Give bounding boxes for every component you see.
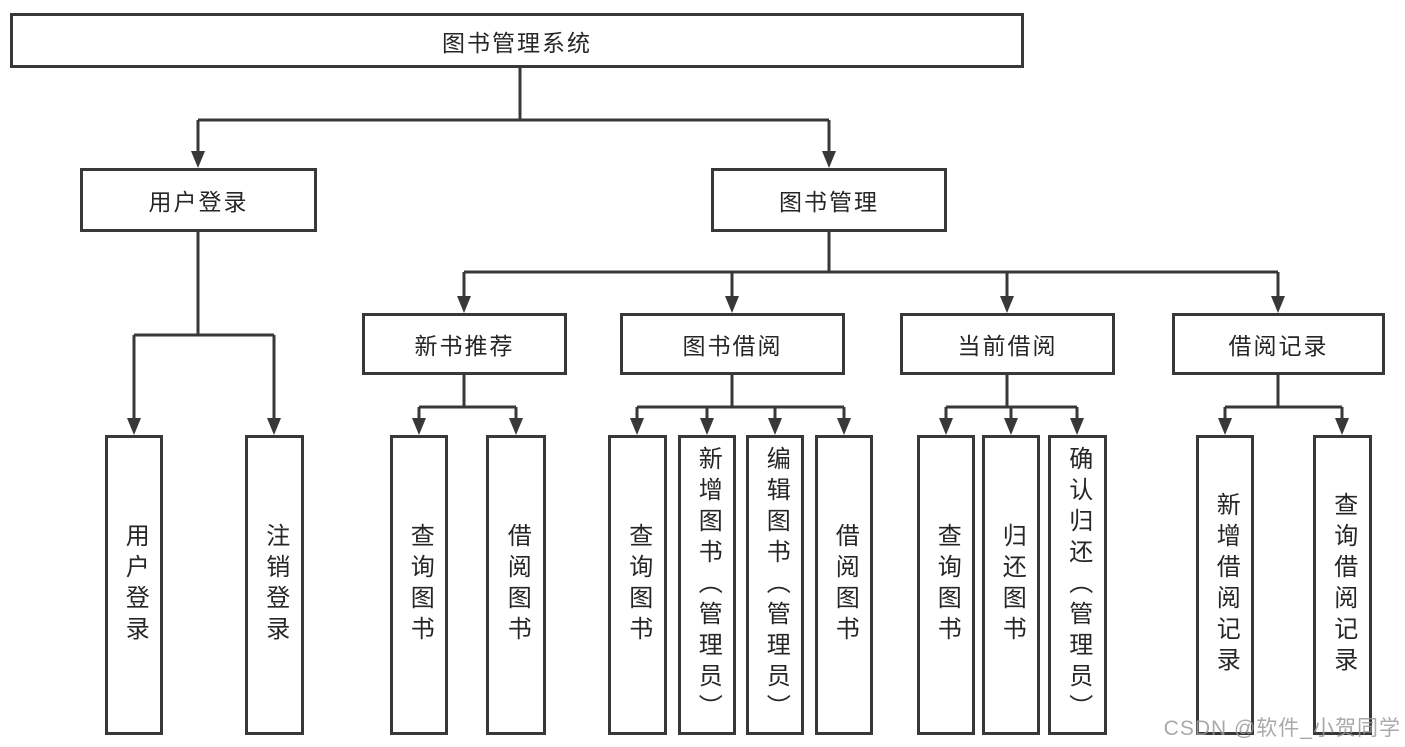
leaf-query-books-borrow: 查询图书 bbox=[608, 435, 667, 735]
leaf-label: 确认归还（管理员） bbox=[1064, 445, 1092, 725]
leaf-label: 借阅图书 bbox=[503, 523, 531, 647]
leaf-user-login: 用户登录 bbox=[105, 435, 163, 735]
leaf-label: 注销登录 bbox=[261, 523, 289, 647]
leaf-label: 归还图书 bbox=[998, 523, 1026, 647]
leaf-borrow-books-recommend: 借阅图书 bbox=[486, 435, 546, 735]
leaf-label: 借阅图书 bbox=[831, 523, 859, 647]
leaf-label: 查询图书 bbox=[624, 523, 652, 647]
leaf-confirm-return-admin: 确认归还（管理员） bbox=[1048, 435, 1107, 735]
leaf-label: 编辑图书（管理员） bbox=[762, 445, 790, 725]
leaf-label: 查询图书 bbox=[406, 523, 434, 647]
node-book-borrowing: 图书借阅 bbox=[620, 313, 845, 375]
leaf-logout: 注销登录 bbox=[245, 435, 304, 735]
node-borrowing-records: 借阅记录 bbox=[1172, 313, 1385, 375]
leaf-label: 新增借阅记录 bbox=[1212, 492, 1240, 678]
leaf-label: 新增图书（管理员） bbox=[694, 445, 722, 725]
leaf-add-book-admin: 新增图书（管理员） bbox=[678, 435, 736, 735]
leaf-return-books: 归还图书 bbox=[982, 435, 1040, 735]
node-current-borrowing: 当前借阅 bbox=[900, 313, 1115, 375]
leaf-edit-book-admin: 编辑图书（管理员） bbox=[746, 435, 804, 735]
leaf-query-books-current: 查询图书 bbox=[917, 435, 975, 735]
leaf-query-borrow-record: 查询借阅记录 bbox=[1313, 435, 1372, 735]
leaf-borrow-books: 借阅图书 bbox=[815, 435, 873, 735]
node-new-book-recommendation: 新书推荐 bbox=[362, 313, 567, 375]
leaf-add-borrow-record: 新增借阅记录 bbox=[1196, 435, 1254, 735]
node-user-login: 用户登录 bbox=[80, 168, 317, 232]
node-library-management-system: 图书管理系统 bbox=[10, 13, 1024, 68]
node-book-management: 图书管理 bbox=[711, 168, 947, 232]
leaf-label: 查询借阅记录 bbox=[1329, 492, 1357, 678]
leaf-label: 用户登录 bbox=[121, 523, 149, 647]
leaf-query-books-recommend: 查询图书 bbox=[390, 435, 448, 735]
leaf-label: 查询图书 bbox=[933, 523, 961, 647]
csdn-watermark: CSDN @软件_小贺同学 bbox=[1163, 717, 1401, 740]
